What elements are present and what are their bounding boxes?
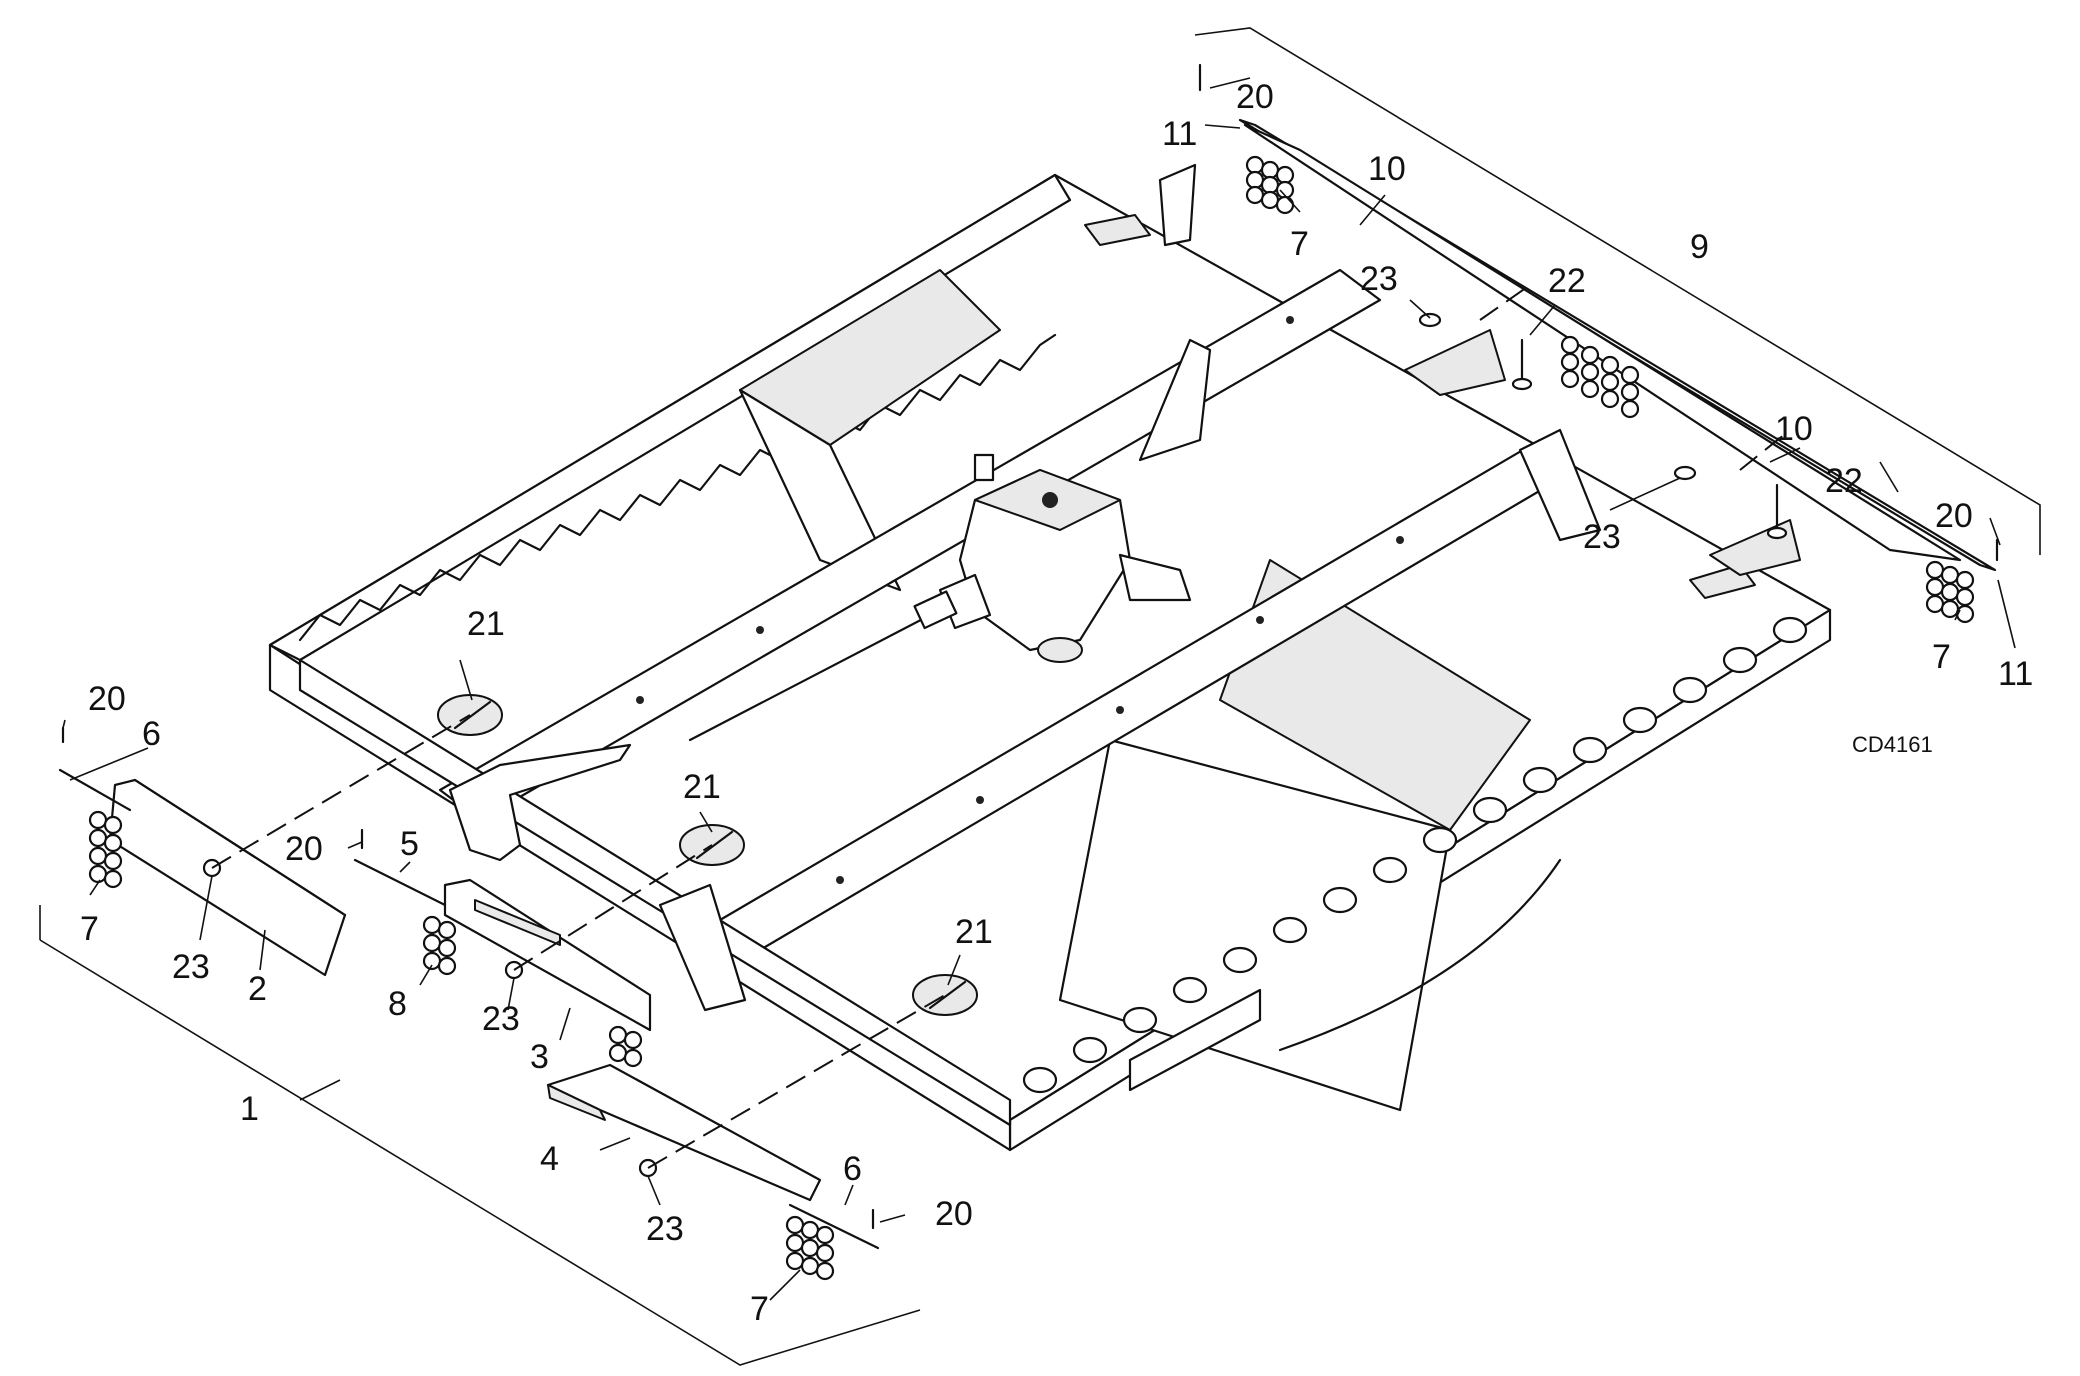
callout-22a: 22 bbox=[1548, 262, 1586, 300]
callout-labels: 1 2 3 4 5 6 6 7 7 7 7 8 9 10 10 11 11 20… bbox=[80, 78, 2033, 1328]
callout-8: 8 bbox=[388, 985, 407, 1023]
chain-7-front-right bbox=[785, 1215, 835, 1281]
group-bracket-front bbox=[39, 905, 921, 1366]
gearbox bbox=[913, 453, 1192, 663]
callout-3: 3 bbox=[530, 1038, 549, 1076]
front-shield-3 bbox=[443, 878, 652, 1032]
washer-23-rear-left bbox=[1418, 312, 1442, 328]
front-shield-4 bbox=[546, 1063, 822, 1202]
callout-23a: 23 bbox=[1360, 260, 1398, 298]
bolt-22-right bbox=[1766, 483, 1788, 540]
callout-20d: 20 bbox=[285, 830, 323, 868]
front-rollers bbox=[1022, 616, 1808, 1094]
rod-6-left bbox=[58, 768, 132, 812]
callout-23e: 23 bbox=[646, 1210, 684, 1248]
hitch-tower bbox=[1138, 338, 1212, 462]
callout-7a: 7 bbox=[80, 910, 99, 948]
callout-20b: 20 bbox=[1935, 497, 1973, 535]
callout-22b: 22 bbox=[1825, 462, 1863, 500]
callout-7c: 7 bbox=[1290, 225, 1309, 263]
chain-7-rear-right bbox=[1925, 560, 1975, 624]
hitch-bracket-right bbox=[1518, 428, 1602, 542]
callout-20c: 20 bbox=[88, 680, 126, 718]
group-bracket-rear bbox=[1194, 27, 2041, 555]
rod-6-right bbox=[788, 1203, 880, 1250]
callout-10b: 10 bbox=[1775, 410, 1813, 448]
callout-21c: 21 bbox=[955, 913, 993, 951]
lift-link-front bbox=[658, 883, 747, 1012]
rear-shield bbox=[1198, 63, 1999, 624]
callout-7b: 7 bbox=[750, 1290, 769, 1328]
callout-23c: 23 bbox=[172, 948, 210, 986]
rod-5 bbox=[353, 858, 447, 907]
callout-2: 2 bbox=[248, 970, 267, 1008]
callout-21a: 21 bbox=[467, 605, 505, 643]
washer-23-rear-right bbox=[1673, 465, 1697, 481]
hitch-bracket-top bbox=[1158, 163, 1197, 247]
corner-plate-rear-left bbox=[1084, 214, 1151, 246]
callout-11b: 11 bbox=[1998, 655, 2033, 693]
callout-11a: 11 bbox=[1162, 115, 1197, 153]
callout-21b: 21 bbox=[683, 768, 721, 806]
bolt-21-right bbox=[912, 974, 978, 1016]
callout-7d: 7 bbox=[1932, 638, 1951, 676]
callout-4: 4 bbox=[540, 1140, 559, 1178]
drawing-code: CD4161 bbox=[1852, 732, 1933, 757]
callout-23d: 23 bbox=[482, 1000, 520, 1038]
driveline bbox=[688, 608, 942, 742]
bracket-10 bbox=[1243, 123, 1962, 562]
callout-9: 9 bbox=[1690, 228, 1709, 266]
chain-8-front-center bbox=[422, 915, 457, 976]
lift-link-left bbox=[448, 743, 632, 862]
callout-20a: 20 bbox=[1236, 78, 1274, 116]
leader-lines bbox=[62, 77, 2016, 1301]
chain-7-front-left bbox=[88, 810, 123, 889]
chain-7-rear-center bbox=[1560, 335, 1640, 419]
beam-holes bbox=[516, 316, 1404, 884]
callout-1: 1 bbox=[240, 1090, 259, 1128]
mount-plate-left bbox=[1404, 329, 1506, 396]
callout-23b: 23 bbox=[1583, 518, 1621, 556]
chain-7-rear-left bbox=[1245, 155, 1295, 215]
callout-10a: 10 bbox=[1368, 150, 1406, 188]
callout-6a: 6 bbox=[142, 715, 161, 753]
callout-20e: 20 bbox=[935, 1195, 973, 1233]
bolt-22-left bbox=[1511, 338, 1533, 391]
callout-5: 5 bbox=[400, 825, 419, 863]
chain-7-front-mid bbox=[608, 1025, 643, 1068]
callout-6b: 6 bbox=[843, 1150, 862, 1188]
